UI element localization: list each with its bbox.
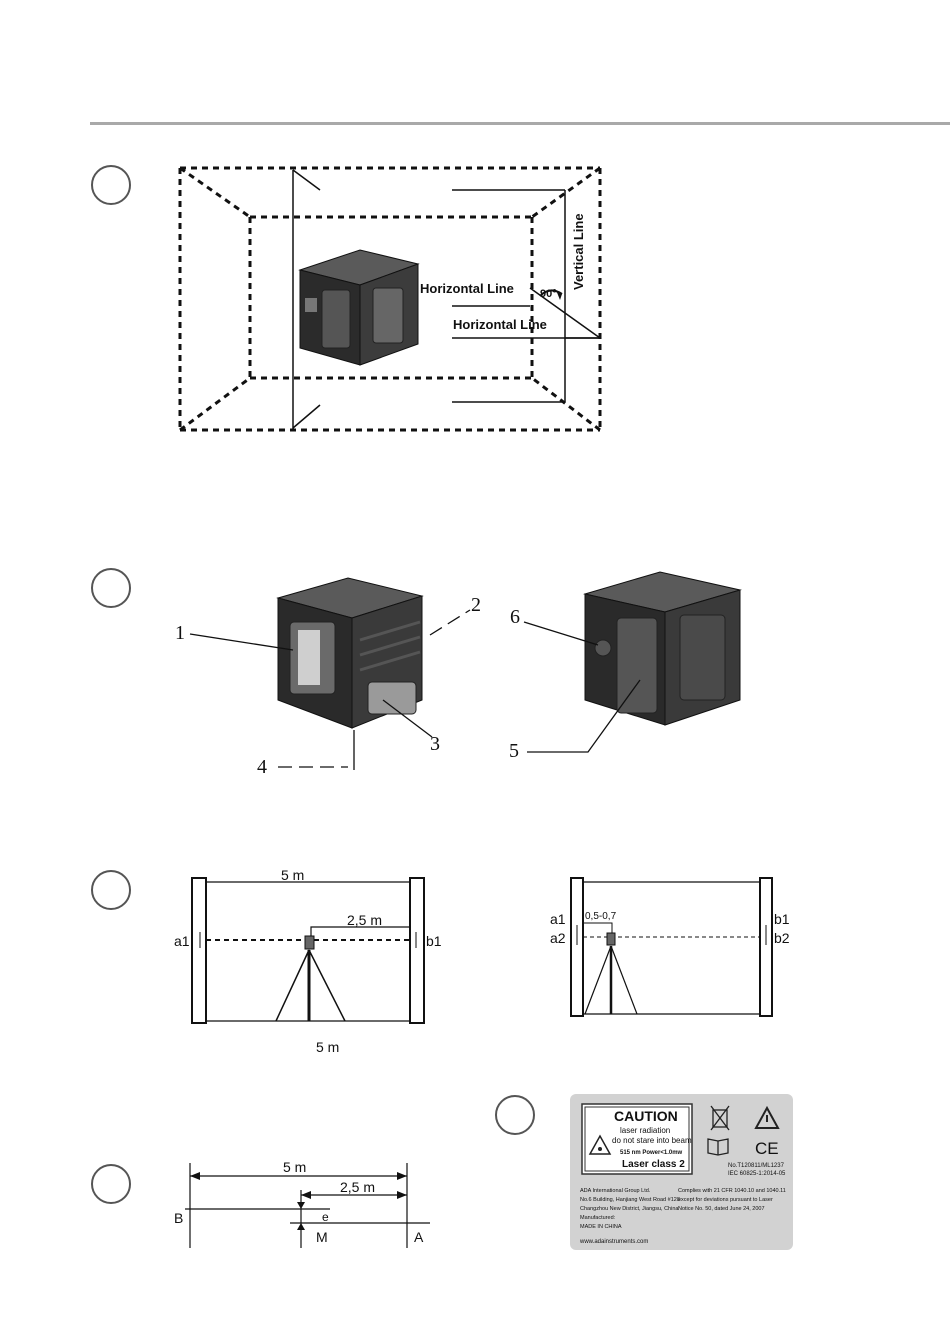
offset-label: 0,5-0,7: [585, 911, 617, 922]
mark-a1-b: a1: [550, 911, 566, 927]
callout-1: 1: [175, 622, 185, 644]
callout-4: 4: [257, 756, 267, 778]
mark-b2-b: b2: [774, 930, 790, 946]
callout-5: 5: [509, 740, 519, 762]
callout-6: 6: [510, 606, 520, 628]
distance-top: 5 m: [281, 867, 304, 883]
point-a: A: [414, 1229, 424, 1245]
mark-a1: a1: [174, 933, 190, 949]
address-line-2: Changzhou New District, Jiangsu, China: [580, 1206, 679, 1212]
section-marker-2: [91, 568, 131, 608]
callout-3: 3: [430, 733, 440, 755]
distance-half: 2,5 m: [347, 912, 382, 928]
ce-mark: CE: [755, 1139, 779, 1158]
caution-line-1: laser radiation: [620, 1126, 670, 1135]
point-m: M: [316, 1229, 328, 1245]
cert-line-2: IEC 60825-1:2014-05: [728, 1171, 786, 1177]
distance-bottom: 5 m: [316, 1039, 339, 1055]
company-name: ADA International Group Ltd.: [580, 1188, 651, 1194]
cube-front-view: [276, 577, 424, 729]
laser-cube-illustration: [298, 249, 420, 366]
caution-title: CAUTION: [614, 1108, 678, 1124]
label-angle: 90°: [540, 288, 557, 300]
warning-triangle-icon: [754, 1105, 780, 1129]
distance-half-4: 2,5 m: [340, 1179, 375, 1195]
cube-rear-view: [583, 571, 742, 726]
label-horizontal-line-bottom: Horizontal Line: [453, 317, 547, 332]
weee-bin-icon: [710, 1105, 730, 1131]
complies-line-1: Complies with 21 CFR 1040.10 and 1040.11: [678, 1188, 786, 1194]
made-in: MADE IN CHINA: [580, 1224, 622, 1230]
label-horizontal-line-top: Horizontal Line: [420, 281, 514, 296]
error-e: e: [322, 1210, 329, 1224]
address-line-1: No.6 Building, Hanjiang West Road #128: [580, 1197, 680, 1203]
caution-class: Laser class 2: [622, 1159, 685, 1170]
callout-2: 2: [471, 594, 481, 616]
manufactured: Manufactured:: [580, 1215, 616, 1221]
complies-line-2: except for deviations pursuant to Laser: [678, 1197, 773, 1203]
mark-b1-b: b1: [774, 911, 790, 927]
section-marker-3: [91, 870, 131, 910]
point-b: B: [174, 1210, 183, 1226]
caution-power: 515 nm Power<1.0mw: [620, 1150, 683, 1156]
section-marker-1: [91, 165, 131, 205]
section-marker-5: [495, 1095, 535, 1135]
website: www.adainstruments.com: [579, 1239, 648, 1245]
caution-line-2: do not stare into beam: [612, 1136, 692, 1145]
label-vertical-line: Vertical Line: [571, 213, 586, 290]
manual-book-icon: [707, 1138, 729, 1156]
cert-line-1: No.T120811/ML1237: [728, 1163, 785, 1169]
mark-b1: b1: [426, 933, 442, 949]
distance-total: 5 m: [283, 1159, 306, 1175]
header-rule: [90, 122, 950, 125]
mark-a2-b: a2: [550, 930, 566, 946]
complies-line-3: Notice No. 50, dated June 24, 2007: [678, 1206, 765, 1212]
laser-warning-icon: [588, 1134, 612, 1155]
section-marker-4: [91, 1164, 131, 1204]
